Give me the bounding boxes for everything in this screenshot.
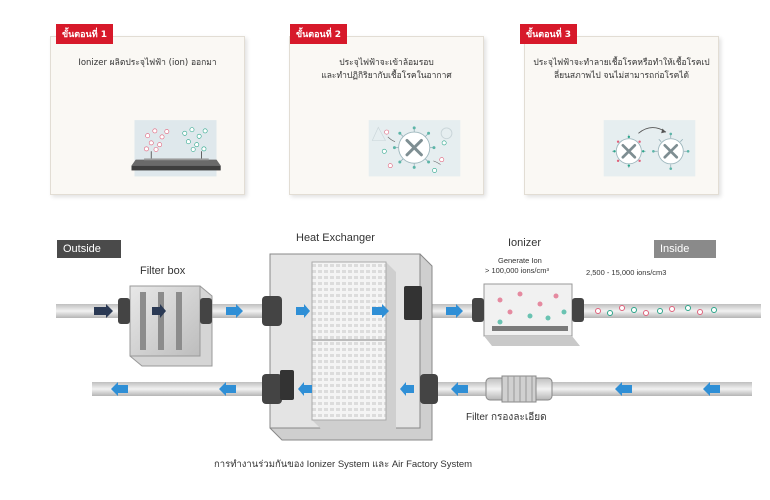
- exhaust-flow-arrows: [111, 382, 720, 396]
- step-3-text-line2: ลี่ยนสภาพไป จนไม่สามารถก่อโรคได้: [553, 71, 690, 81]
- exhaust-duct: [92, 382, 752, 396]
- step-2-text-line2: และทำปฏิกิริยากับเชื้อโรคในอากาศ: [321, 71, 452, 81]
- ionizer-emission-illustration: [131, 120, 221, 177]
- heat-exchanger-unit: [262, 253, 438, 441]
- outside-label: Outside: [57, 240, 121, 258]
- step-2-badge: ขั้นตอนที่ 2: [290, 24, 348, 44]
- virus-destroyed-illustration: [603, 120, 696, 177]
- generate-ion-line1: Generate Ion: [498, 256, 542, 265]
- ionizer-label: Ionizer: [508, 237, 542, 249]
- step-3-text-line1: ประจุไฟฟ้าจะทำลายเชื้อโรคหรือทำให้เชื้อโ…: [533, 58, 710, 68]
- ionizer-unit: [472, 283, 584, 346]
- diagram-caption: การทำงานร่วมกันของ Ionizer System และ Ai…: [214, 459, 473, 470]
- ion-stream: [595, 305, 717, 316]
- fine-filter-label: Filter กรองละเอียด: [466, 412, 547, 423]
- step-3-badge: ขั้นตอนที่ 3: [520, 24, 578, 44]
- step-card-2: ประจุไฟฟ้าจะเข้าล้อมรอบ และทำปฏิกิริยากั…: [289, 36, 484, 195]
- filter-box-unit: [118, 285, 213, 367]
- inside-label: Inside: [654, 240, 716, 258]
- fine-filter-unit: [485, 375, 553, 403]
- step-1-text: Ionizer ผลิตประจุไฟฟ้า (ion) ออกมา: [78, 58, 217, 68]
- generate-ion-line2: > 100,000 ions/cm³: [485, 266, 549, 275]
- step-1-badge: ขั้นตอนที่ 1: [56, 24, 114, 44]
- ion-density-label: 2,500 - 15,000 ions/cm3: [586, 268, 667, 277]
- step-2-text-line1: ประจุไฟฟ้าจะเข้าล้อมรอบ: [339, 58, 434, 68]
- heat-exchanger-label: Heat Exchanger: [296, 232, 375, 244]
- supply-flow-arrows: [94, 304, 463, 318]
- supply-duct: [56, 304, 761, 318]
- step-card-1: Ionizer ผลิตประจุไฟฟ้า (ion) ออกมา: [50, 36, 245, 195]
- step-card-3: ประจุไฟฟ้าจะทำลายเชื้อโรคหรือทำให้เชื้อโ…: [524, 36, 719, 195]
- filter-box-label: Filter box: [140, 265, 186, 277]
- virus-surrounded-illustration: [368, 120, 461, 177]
